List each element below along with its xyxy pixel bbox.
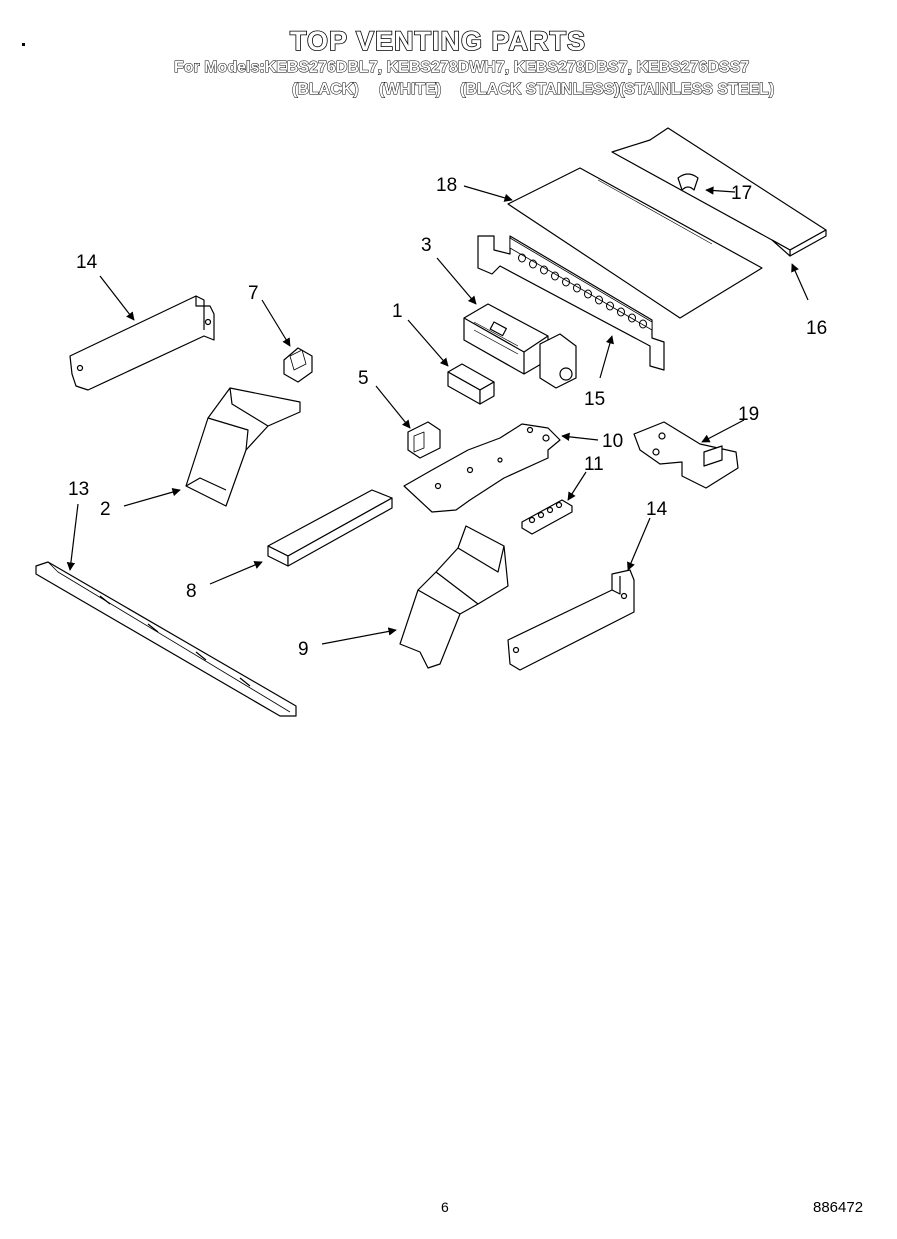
leader-8	[209, 561, 263, 585]
part-14-bracket-right	[507, 569, 635, 671]
leader-15	[599, 335, 614, 379]
callout-7: 7	[248, 283, 259, 304]
leader-14b	[627, 517, 651, 571]
leader-17	[705, 186, 736, 195]
part-15-vent-channel	[477, 235, 665, 371]
diagram-title: TOP VENTING PARTS	[289, 25, 587, 57]
part-19-clamp-bracket	[633, 421, 739, 489]
part-7-connector	[283, 347, 313, 383]
part-3-motor-assembly	[463, 303, 577, 389]
callout-19: 19	[738, 404, 759, 425]
callout-14-left: 14	[76, 252, 98, 273]
leader-13	[66, 503, 79, 571]
leader-1	[407, 319, 449, 367]
callout-1: 1	[392, 301, 403, 322]
part-9-chute	[399, 525, 509, 669]
part-16-vent-panel	[611, 127, 827, 257]
callout-3: 3	[421, 235, 432, 256]
callout-13: 13	[68, 479, 89, 500]
callout-11: 11	[584, 454, 604, 475]
callout-2: 2	[100, 499, 111, 520]
part-13-rail	[35, 561, 297, 717]
diagram-header: TOP VENTING PARTS For Models:KEBS276DBL7…	[0, 0, 897, 110]
document-code: 886472	[813, 1199, 864, 1216]
leader-11	[567, 471, 587, 501]
leader-10	[561, 432, 599, 442]
callout-14-right: 14	[646, 499, 668, 520]
callout-9: 9	[298, 639, 309, 660]
leader-18	[463, 185, 513, 202]
part-10-mount-plate	[403, 423, 561, 513]
part-8-channel	[267, 489, 393, 567]
leader-3	[436, 257, 477, 305]
leader-19	[701, 419, 745, 443]
leader-5	[375, 385, 411, 429]
part-17-clip	[677, 173, 699, 191]
leader-16	[791, 263, 809, 301]
page-number: 6	[441, 1199, 449, 1215]
part-18-cover-sheet	[507, 167, 763, 319]
callout-10: 10	[602, 431, 623, 452]
part-2-duct	[185, 387, 301, 507]
callout-8: 8	[186, 581, 197, 602]
callout-16: 16	[806, 318, 827, 339]
callout-5: 5	[358, 368, 369, 389]
callout-18: 18	[436, 175, 457, 196]
leader-7	[261, 299, 291, 347]
part-14-bracket-left	[69, 295, 215, 391]
leader-2	[123, 488, 181, 507]
leader-9	[321, 627, 397, 645]
finish-black-stainless: (BLACK STAINLESS)	[460, 81, 621, 99]
part-11-terminal-strip	[521, 499, 573, 535]
leader-14a	[99, 275, 135, 321]
stray-mark	[22, 43, 25, 46]
models-line: For Models:KEBS276DBL7, KEBS278DWH7, KEB…	[173, 59, 750, 77]
finish-white: (WHITE)	[378, 81, 442, 99]
part-5-switch	[407, 421, 441, 459]
finish-black: (BLACK)	[292, 81, 360, 99]
finish-stainless-steel: (STAINLESS STEEL)	[618, 81, 775, 99]
callout-15: 15	[584, 389, 605, 410]
part-1-block	[447, 363, 495, 405]
leader-lines	[66, 185, 809, 645]
callout-17: 17	[731, 183, 752, 204]
